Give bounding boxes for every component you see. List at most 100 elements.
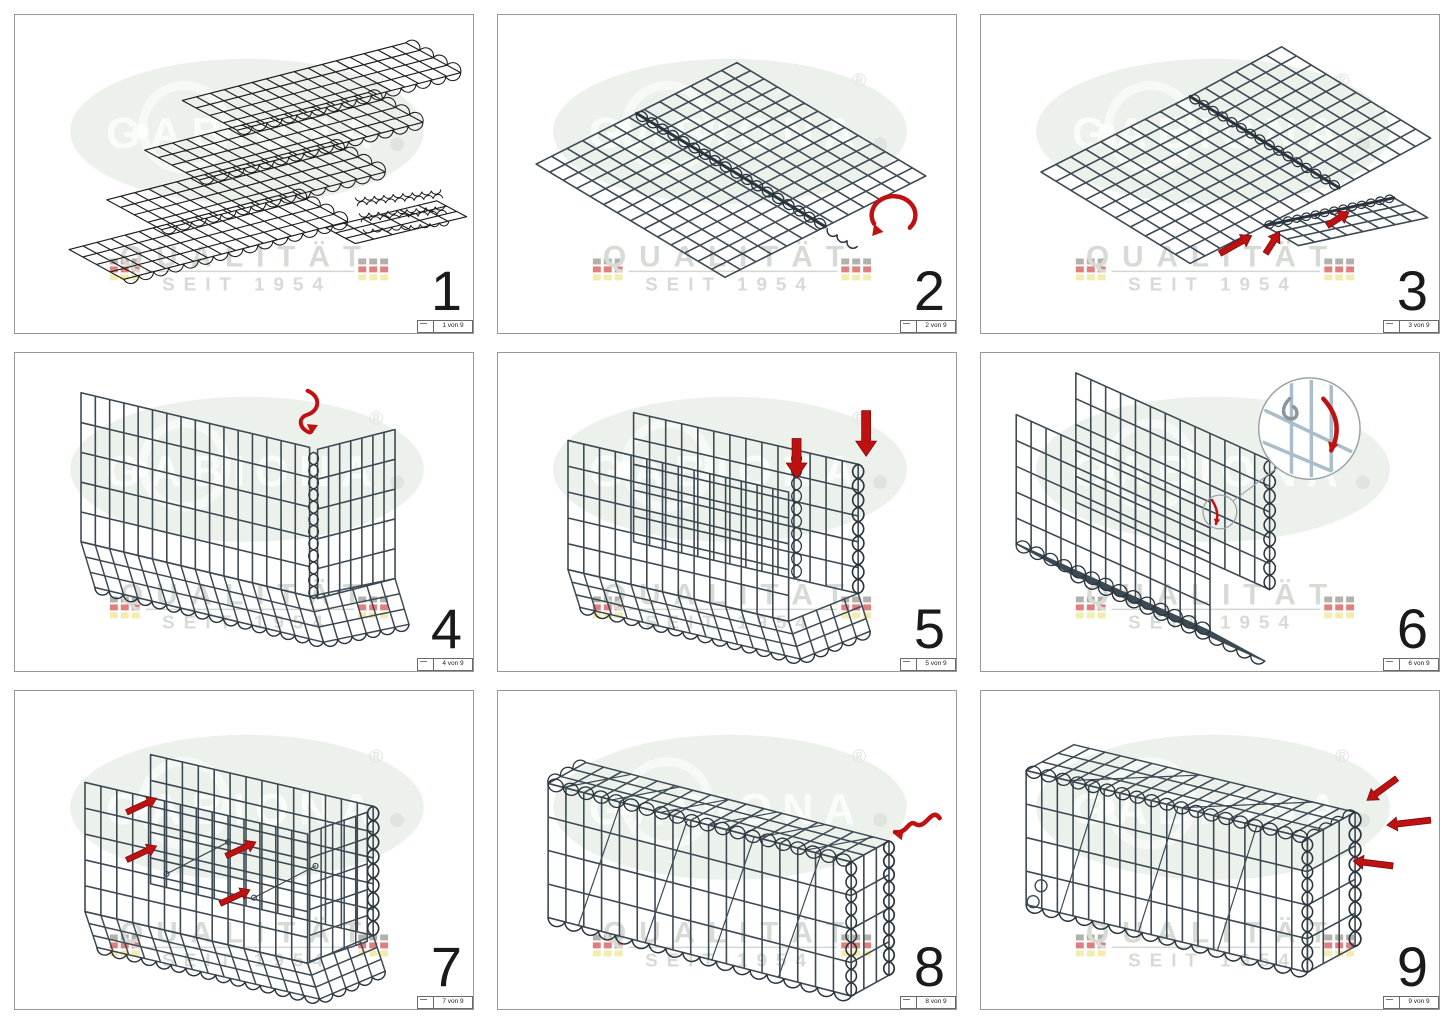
sheet-label-box: 5 von 9 (900, 658, 956, 671)
braced-basket (84, 753, 386, 1004)
flat-mesh-panels (68, 39, 468, 284)
flag-logo-right (358, 258, 389, 281)
red-arrow-icon (1262, 231, 1281, 256)
watermark-since-text: SEIT 1954 (1128, 950, 1298, 971)
rotation-arrow-icon (869, 193, 918, 237)
flag-logo-left (592, 934, 623, 957)
watermark-brand-text: GABIONA (106, 447, 382, 496)
bend-arrow-icon (1321, 396, 1339, 453)
down-arrow-icon (855, 410, 878, 458)
sheet-label-mark (418, 321, 434, 332)
red-arrow-icon (125, 843, 158, 863)
sheet-label-box: 4 von 9 (417, 658, 473, 671)
watermark-quality-text: QUALITÄT (603, 240, 857, 273)
sheet-page-label: 6 von 9 (1408, 660, 1430, 667)
red-arrow-icon (1386, 816, 1432, 832)
step-number: 1 (430, 259, 462, 322)
cross-layout-sheets (1040, 46, 1432, 265)
twist-arrow-icon (298, 388, 320, 435)
sheet-page-label: 5 von 9 (925, 660, 947, 667)
step-number: 7 (430, 935, 462, 998)
flag-logo-left (1075, 258, 1106, 281)
sheet-label-box: 2 von 9 (900, 320, 956, 333)
sheet-label-box: 9 von 9 (1383, 996, 1439, 1009)
red-arrow-icon (1352, 854, 1394, 870)
parallel-walls (567, 411, 871, 664)
watermark-quality-text: QUALITÄT (120, 916, 374, 949)
flag-logo-right (1324, 596, 1355, 619)
watermark-since-text: SEIT 1954 (1128, 274, 1298, 295)
registered-mark: ® (369, 71, 383, 92)
sheet-label-box: 8 von 9 (900, 996, 956, 1009)
red-arrow-icon (224, 839, 257, 859)
registered-mark: ® (1335, 747, 1349, 768)
closed-basket (547, 759, 896, 1002)
watermark-quality-text: QUALITÄT (120, 240, 374, 273)
flag-logo-left (1075, 934, 1106, 957)
registered-mark: ® (852, 747, 866, 768)
watermark-quality-text: QUALITÄT (1086, 240, 1340, 273)
sheet-page-label: 7 von 9 (442, 998, 464, 1005)
red-arrow-icon (125, 796, 158, 816)
joined-flat-sheet (535, 61, 927, 279)
registered-mark: ® (369, 747, 383, 768)
sheet-label-mark (1384, 321, 1400, 332)
step-number: 4 (430, 597, 462, 660)
red-arrow-icon (1366, 775, 1400, 801)
sheet-label-box: 7 von 9 (417, 996, 473, 1009)
sheet-page-label: 1 von 9 (442, 322, 464, 329)
step-number: 8 (913, 935, 945, 998)
sheet-label-mark (1384, 659, 1400, 670)
sheet-label-mark (901, 997, 917, 1008)
magnifier-inset (1257, 377, 1361, 480)
finished-basket (1025, 743, 1362, 978)
sheet-page-label: 3 von 9 (1408, 322, 1430, 329)
sheet-label-box: 1 von 9 (417, 320, 473, 333)
sheet-label-mark (901, 659, 917, 670)
sheet-label-mark (418, 997, 434, 1008)
sheet-page-label: 2 von 9 (925, 322, 947, 329)
sheet-page-label: 4 von 9 (442, 660, 464, 667)
step-number: 6 (1396, 597, 1428, 660)
u-shape-walls (80, 391, 410, 648)
registered-mark: ® (369, 409, 383, 430)
sheet-label-mark (418, 659, 434, 670)
sheet-label-mark (901, 321, 917, 332)
watermark-quality-text: QUALITÄT (603, 916, 857, 949)
watermark-since-text: SEIT 1954 (645, 950, 815, 971)
step-number: 5 (913, 597, 945, 660)
sheet-page-label: 8 von 9 (925, 998, 947, 1005)
red-arrow-icon (1325, 211, 1350, 229)
flag-logo-left (592, 258, 623, 281)
flag-logo-left (1075, 596, 1106, 619)
watermark-brand-text: GABIONA (106, 109, 382, 158)
watermark-since-text: SEIT 1954 (162, 274, 332, 295)
watermark-brand-text: GABIONA (589, 109, 865, 158)
down-arrow-icon (785, 438, 808, 479)
walls-with-detail (1015, 372, 1277, 665)
red-arrow-icon (1217, 234, 1253, 257)
flag-logo-left (109, 258, 140, 281)
sheet-page-label: 9 von 9 (1408, 998, 1430, 1005)
registered-mark: ® (852, 71, 866, 92)
spiral-arrow-icon (892, 812, 942, 841)
red-arrow-icon (218, 887, 251, 907)
